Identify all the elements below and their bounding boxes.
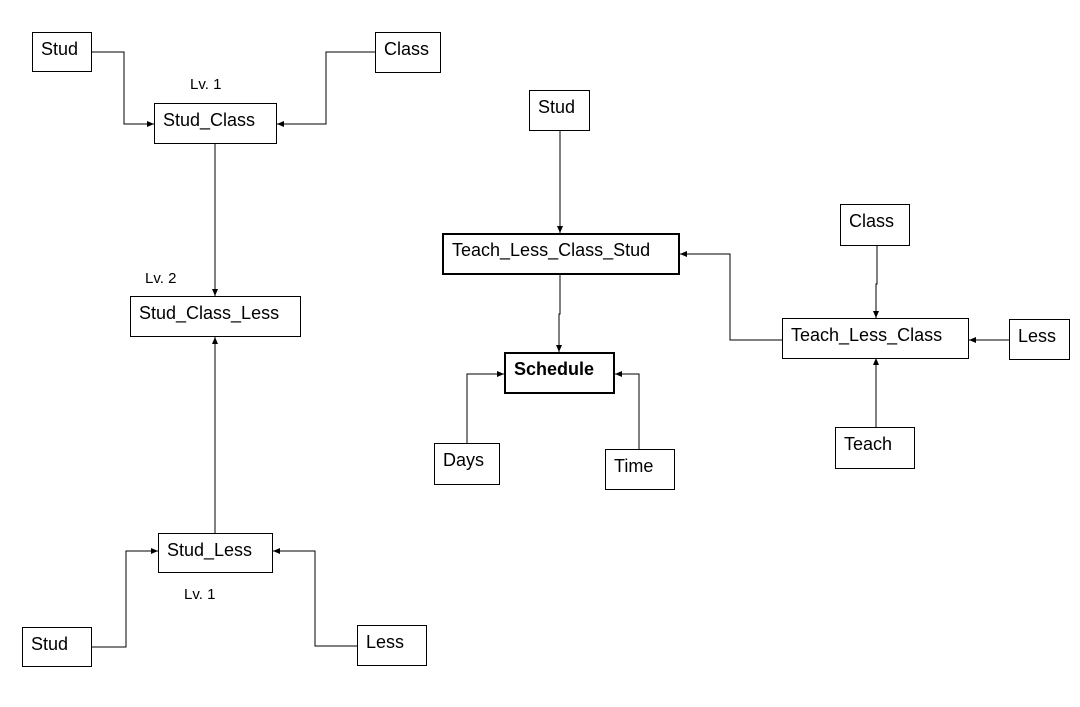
node-stud-right: Stud [529,90,590,131]
edge-class-to-teach-less-class [873,246,879,318]
node-time: Time [605,449,675,490]
level-label-bottom: Lv. 1 [184,586,216,603]
edge-time-to-schedule [615,371,640,449]
edge-teach-less-class-stud-to-schedule [556,275,562,352]
edge-days-to-schedule [466,371,504,443]
level-label-top: Lv. 1 [190,76,222,93]
node-teach-less-class: Teach_Less_Class [782,318,969,359]
edge-less-bottom-to-stud-less [273,548,357,647]
node-days: Days [434,443,500,485]
node-teach-less-class-stud: Teach_Less_Class_Stud [442,233,680,275]
node-schedule: Schedule [504,352,615,394]
edge-class-to-stud-class [277,51,375,127]
node-stud-class-less: Stud_Class_Less [130,296,301,337]
node-less-bottom: Less [357,625,427,666]
edge-stud-bottom-to-stud-less [91,548,158,648]
node-class-right: Class [840,204,910,246]
node-stud-top: Stud [32,32,92,72]
node-teach: Teach [835,427,915,469]
node-class-top: Class [375,32,441,73]
edge-teach-less-class-to-teach-less-class-stud [680,251,782,341]
level-label-mid: Lv. 2 [145,270,177,287]
edge-stud-to-stud-class [91,51,154,127]
node-stud-class: Stud_Class [154,103,277,144]
node-less-right: Less [1009,319,1070,360]
node-stud-bottom: Stud [22,627,92,667]
node-stud-less: Stud_Less [158,533,273,573]
